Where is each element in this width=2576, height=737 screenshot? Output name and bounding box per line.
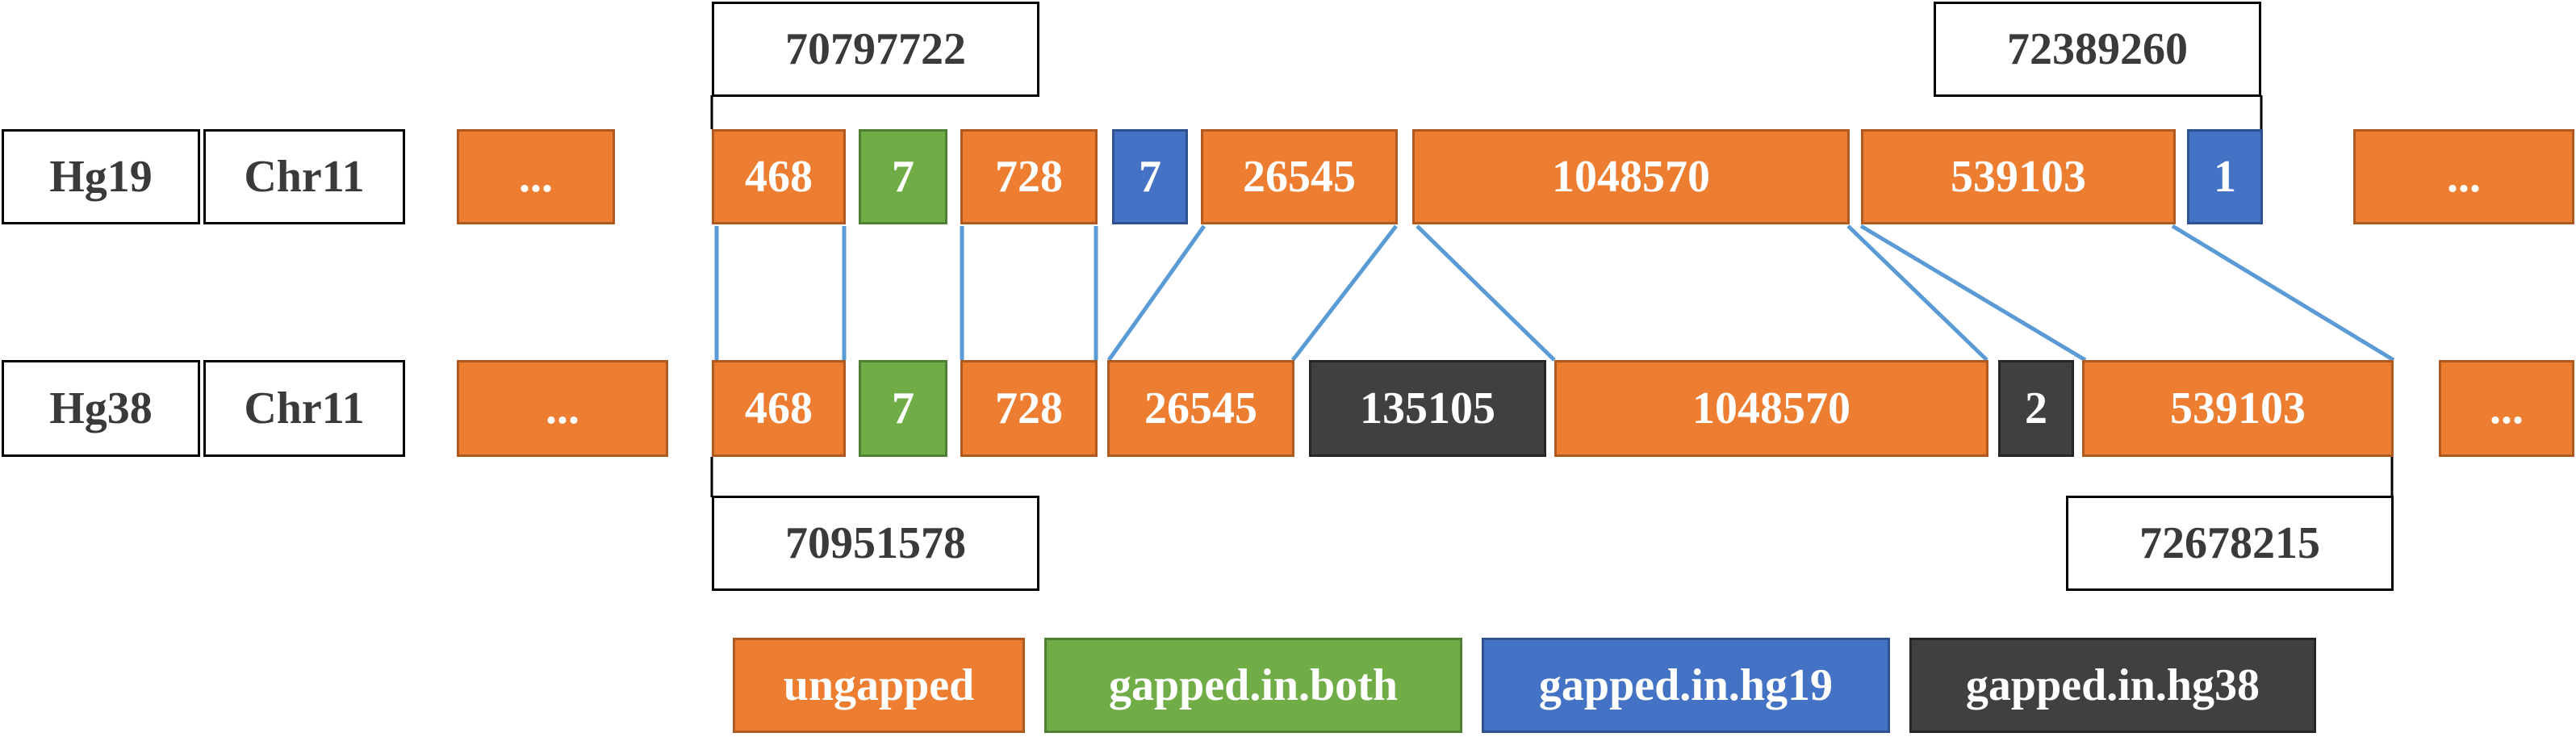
legend-gapped-in-hg38: gapped.in.hg38 — [1909, 638, 2316, 733]
hg19-block-1-gapped-hg19: 1 — [2187, 129, 2263, 224]
hg38-block-728: 728 — [960, 360, 1098, 457]
legend-gapped-in-both: gapped.in.both — [1044, 638, 1462, 733]
hg19-block-7-gapped-hg19: 7 — [1112, 129, 1188, 224]
hg38-block-1048570: 1048570 — [1554, 360, 1988, 457]
hg38-block-7-gapped-both: 7 — [859, 360, 947, 457]
link-26545-left — [1106, 224, 1206, 362]
hg19-block-ellipsis-left: ... — [457, 129, 615, 224]
hg38-block-135105-gapped-hg38: 135105 — [1309, 360, 1546, 457]
hg38-block-26545: 26545 — [1107, 360, 1294, 457]
hg38-block-ellipsis-left: ... — [457, 360, 668, 457]
hg38-block-ellipsis-right: ... — [2439, 360, 2574, 457]
hg19-block-1048570: 1048570 — [1412, 129, 1850, 224]
link-539103-left — [1859, 224, 2087, 362]
hg38-block-539103: 539103 — [2082, 360, 2394, 457]
hg19-block-728: 728 — [960, 129, 1098, 224]
hg19-block-468: 468 — [712, 129, 846, 224]
hg19-start-position: 70797722 — [712, 2, 1039, 97]
legend-ungapped: ungapped — [733, 638, 1025, 733]
hg38-end-position: 72678215 — [2066, 496, 2394, 591]
hg19-chromosome-label: Chr11 — [203, 129, 405, 224]
hg38-start-position: 70951578 — [712, 496, 1039, 591]
link-539103-right — [2171, 224, 2395, 362]
link-1048570-right — [1846, 224, 1988, 362]
hg38-chromosome-label: Chr11 — [203, 360, 405, 457]
hg19-block-26545: 26545 — [1201, 129, 1398, 224]
hg19-block-ellipsis-right: ... — [2353, 129, 2574, 224]
hg19-block-7-gapped-both: 7 — [859, 129, 947, 224]
hg19-block-539103: 539103 — [1861, 129, 2176, 224]
hg38-block-2-gapped-hg38: 2 — [1998, 360, 2074, 457]
legend-gapped-in-hg19: gapped.in.hg19 — [1482, 638, 1890, 733]
hg19-assembly-label: Hg19 — [2, 129, 200, 224]
hg19-end-position: 72389260 — [1934, 2, 2261, 97]
hg38-block-468: 468 — [712, 360, 846, 457]
link-1048570-left — [1416, 224, 1556, 362]
link-26545-right — [1291, 224, 1398, 362]
hg38-assembly-label: Hg38 — [2, 360, 200, 457]
